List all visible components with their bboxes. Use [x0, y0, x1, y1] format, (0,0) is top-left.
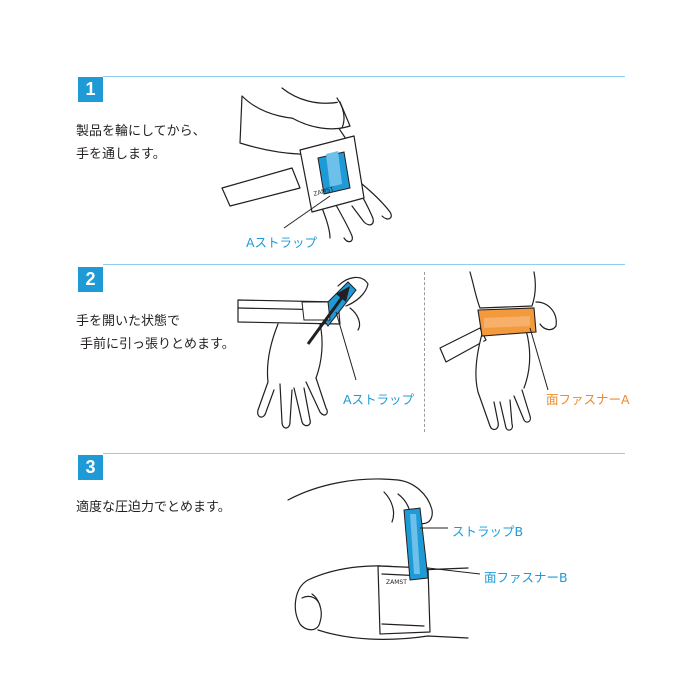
step-2-line-1: 手を開いた状態で [76, 314, 181, 329]
step-2-strap-a-label: Aストラップ [343, 392, 415, 407]
step-1-strap-a-label: Aストラップ [246, 235, 318, 250]
step-1-hand-illustration: ZAMST [221, 87, 392, 243]
step-1-line-2: 手を通します。 [76, 147, 166, 162]
step-2-fastener-a-label: 面ファスナーA [546, 392, 630, 407]
step-3-tighten-illustration: ZAMST [287, 478, 481, 640]
step-2-badge: 2 [78, 267, 103, 292]
step-3-line-1: 適度な圧迫力でとめます。 [76, 500, 231, 515]
step-1-badge: 1 [78, 77, 103, 102]
step-3-divider [103, 453, 625, 454]
step-1-divider [103, 76, 625, 77]
brand-mark-3: ZAMST [386, 579, 407, 586]
step-3-strap-b-label: ストラップB [452, 524, 524, 539]
step-3-fastener-b-label: 面ファスナーB [484, 570, 568, 585]
step-3-badge: 3 [78, 455, 103, 480]
step-2-divider [103, 264, 625, 265]
step-3-instruction: 適度な圧迫力でとめます。 [76, 496, 231, 519]
step-1-line-1: 製品を輪にしてから、 [76, 124, 206, 139]
step-2-fastener-illustration [439, 271, 557, 431]
step-1-instruction: 製品を輪にしてから、 手を通します。 [76, 120, 206, 166]
step-2-separator [424, 272, 425, 432]
step-2-line-2: 手前に引っ張りとめます。 [80, 337, 235, 352]
step-2-pull-illustration [237, 276, 369, 429]
step-2-instruction: 手を開いた状態で 手前に引っ張りとめます。 [76, 310, 235, 356]
